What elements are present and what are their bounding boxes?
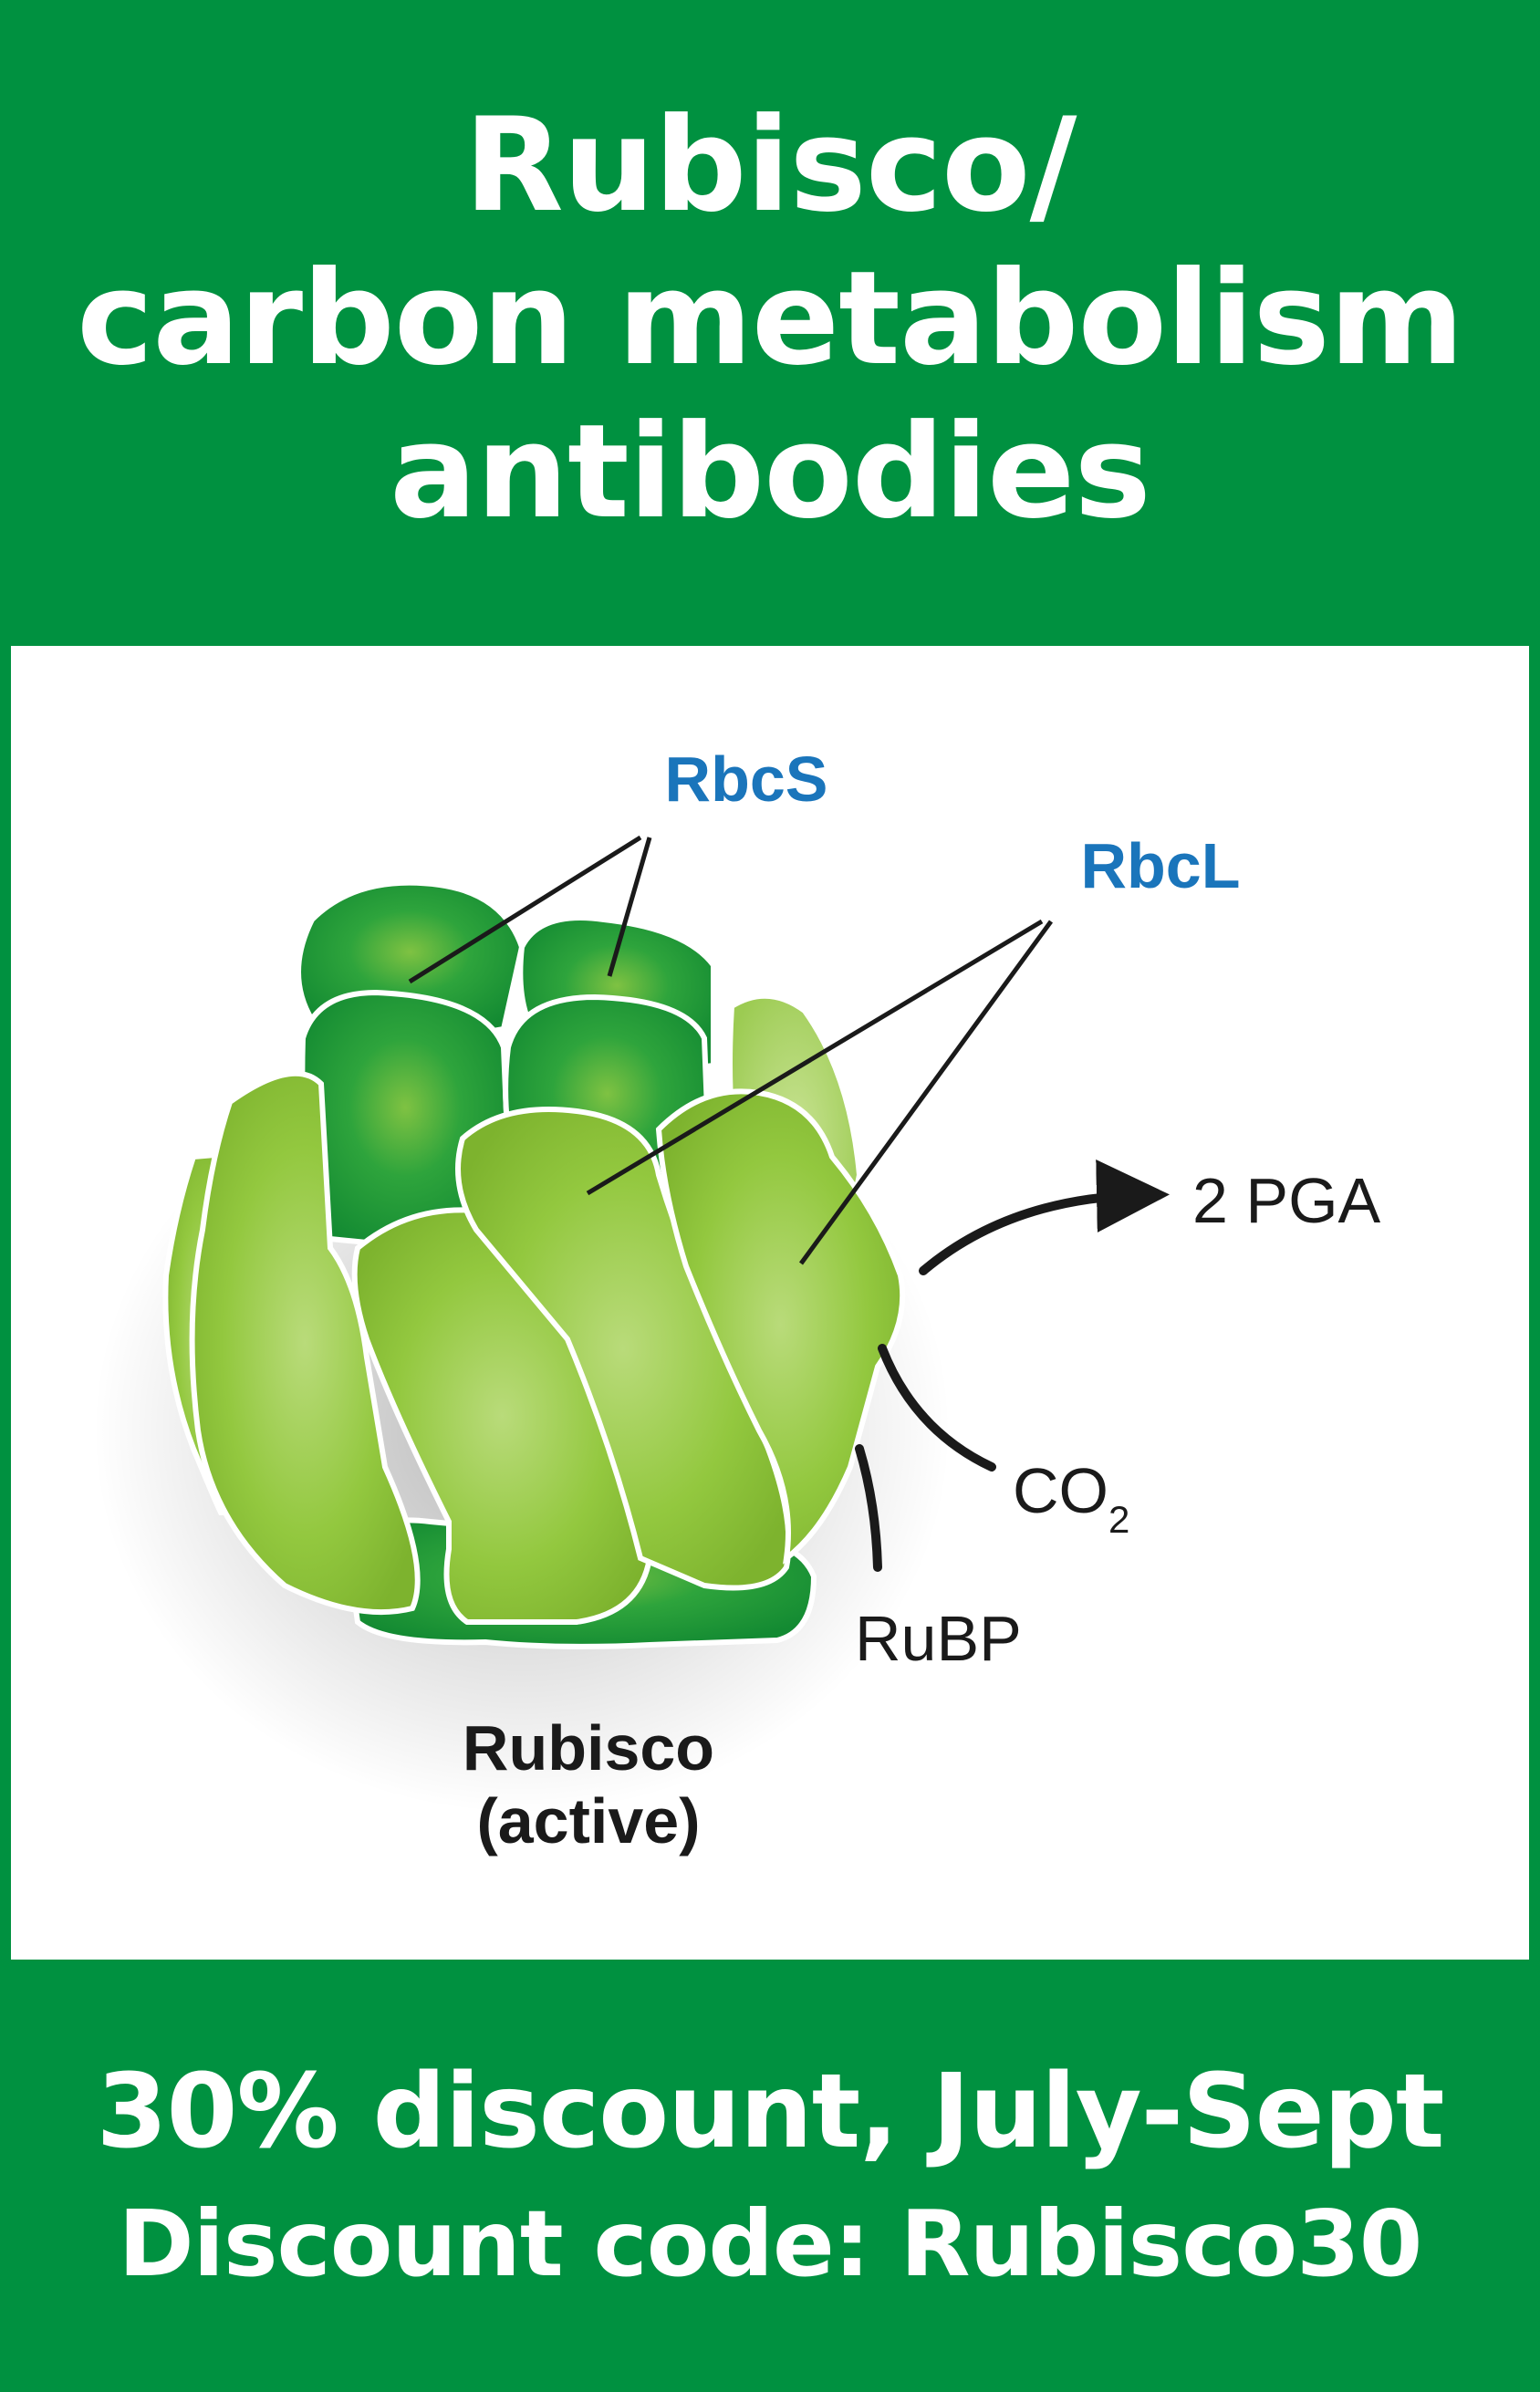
discount-offer: 30% discount, July-Sept (96, 2053, 1445, 2171)
reaction-arrows (855, 1160, 1170, 1572)
large-subunits (162, 1070, 906, 1625)
label-rbcs: RbcS (665, 744, 828, 815)
label-co2: CO2 (1013, 1455, 1129, 1541)
diagram-panel: RbcS RbcL 2 PGA CO2 RuBP Rubisco (active… (11, 646, 1529, 1960)
title-line-1: Rubisco/ (463, 90, 1077, 241)
discount-code: Discount code: Rubisco30 (118, 2190, 1423, 2297)
label-rbcl: RbcL (1081, 830, 1241, 901)
leader-lines (408, 835, 1054, 1265)
title-line-2: carbon metabolism (77, 244, 1464, 394)
rbcl-left (189, 1070, 421, 1616)
rubp-curve (855, 1444, 882, 1572)
header-banner: Rubisco/ carbon metabolism antibodies (0, 0, 1540, 639)
co2-curve (878, 1344, 996, 1472)
label-co2-main: CO (1013, 1455, 1108, 1526)
rbcl-leader-1 (586, 919, 1044, 1196)
label-2pga: 2 PGA (1192, 1165, 1381, 1236)
rbcl-center (455, 1107, 792, 1591)
label-co2-sub: 2 (1108, 1498, 1129, 1541)
product-arrow (919, 1160, 1170, 1275)
rbcs-leader-2 (607, 837, 652, 977)
rbcl-leader-2 (798, 920, 1054, 1265)
footer-banner: 30% discount, July-Sept Discount code: R… (0, 1960, 1540, 2392)
rbcs-leader-1 (408, 835, 642, 984)
label-enzyme-line-2: (active) (476, 1785, 700, 1856)
title-line-3: antibodies (390, 397, 1151, 547)
rubisco-diagram: RbcS RbcL 2 PGA CO2 RuBP Rubisco (active… (93, 744, 1381, 1856)
label-rubp: RuBP (855, 1603, 1022, 1674)
label-enzyme-line-1: Rubisco (463, 1712, 714, 1784)
